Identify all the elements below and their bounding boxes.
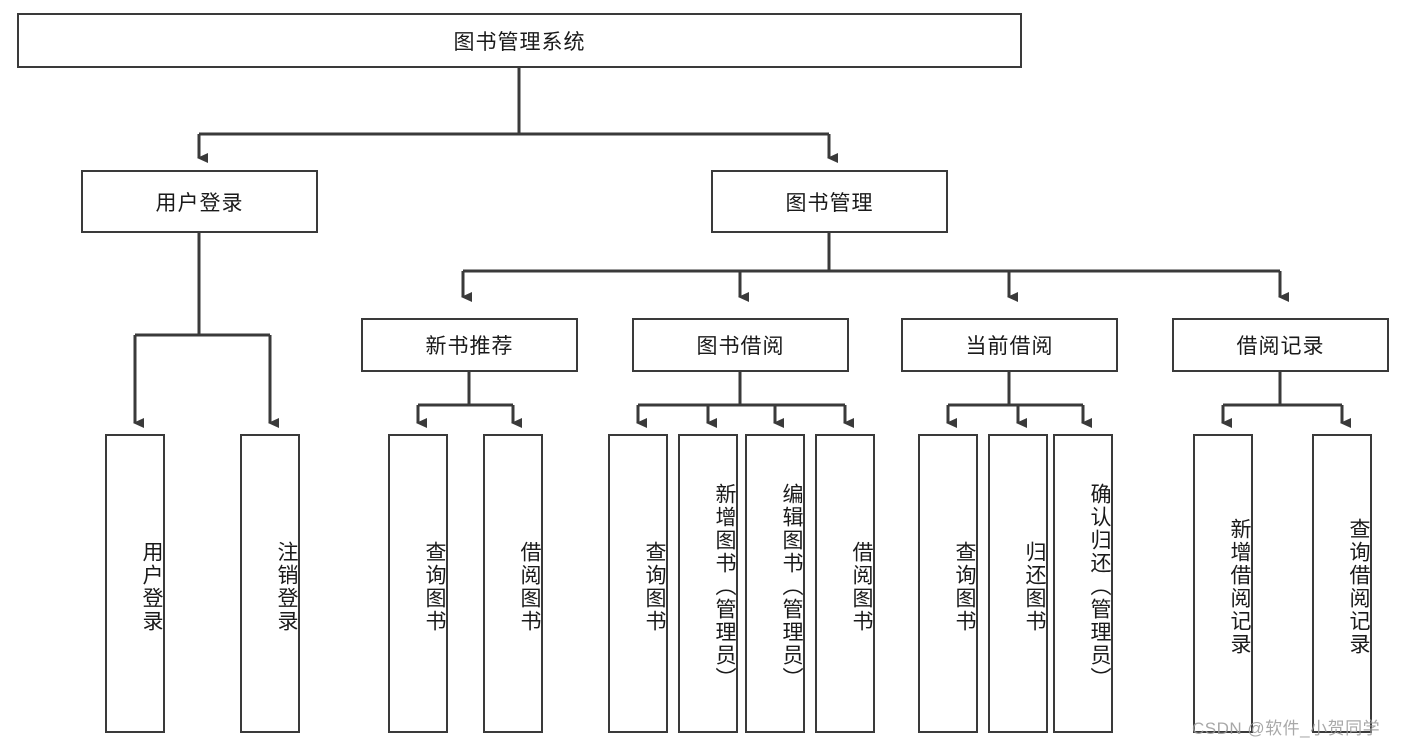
node-leaf-query-book-2-label: 查询图书 [643,540,666,633]
node-user-login-label: 用户登录 [155,191,244,215]
node-leaf-return-book[interactable]: 归还图书 [988,434,1048,733]
node-leaf-query-book-2[interactable]: 查询图书 [608,434,668,733]
node-book-borrow[interactable]: 图书借阅 [632,318,849,372]
node-root[interactable]: 图书管理系统 [17,13,1022,68]
node-leaf-borrow-book-2[interactable]: 借阅图书 [815,434,875,733]
node-current-borrow-label: 当前借阅 [965,335,1054,358]
node-user-login[interactable]: 用户登录 [81,170,318,233]
node-borrow-record-label: 借阅记录 [1236,335,1325,358]
node-leaf-borrow-book-1[interactable]: 借阅图书 [483,434,543,733]
node-leaf-query-book-1[interactable]: 查询图书 [388,434,448,733]
node-leaf-query-record[interactable]: 查询借阅记录 [1312,434,1372,733]
node-leaf-confirm-return[interactable]: 确认归还（管理员） [1053,434,1113,733]
node-book-borrow-label: 图书借阅 [696,335,785,358]
node-leaf-query-book-3-label: 查询图书 [953,540,976,633]
node-leaf-edit-book-label: 编辑图书（管理员） [780,483,803,690]
node-leaf-query-book-3[interactable]: 查询图书 [918,434,978,733]
node-leaf-query-record-label: 查询借阅记录 [1347,517,1370,656]
node-leaf-add-record[interactable]: 新增借阅记录 [1193,434,1253,733]
node-leaf-add-book[interactable]: 新增图书（管理员） [678,434,738,733]
node-root-label: 图书管理系统 [453,30,586,54]
node-leaf-borrow-book-1-label: 借阅图书 [518,540,541,633]
node-leaf-logout-login[interactable]: 注销登录 [240,434,300,733]
node-borrow-record[interactable]: 借阅记录 [1172,318,1389,372]
node-leaf-add-book-label: 新增图书（管理员） [713,483,736,690]
node-leaf-user-login[interactable]: 用户登录 [105,434,165,733]
node-leaf-return-book-label: 归还图书 [1023,540,1046,633]
node-book-manage-label: 图书管理 [785,191,874,215]
node-leaf-borrow-book-2-label: 借阅图书 [850,540,873,633]
node-leaf-user-login-label: 用户登录 [140,540,163,633]
node-book-manage[interactable]: 图书管理 [711,170,948,233]
csdn-watermark: CSDN @软件_小贺同学 [1192,719,1381,738]
node-leaf-logout-login-label: 注销登录 [275,540,298,633]
node-leaf-add-record-label: 新增借阅记录 [1228,517,1251,656]
node-current-borrow[interactable]: 当前借阅 [901,318,1118,372]
node-leaf-query-book-1-label: 查询图书 [423,540,446,633]
node-leaf-confirm-return-label: 确认归还（管理员） [1088,483,1111,690]
node-new-book-rec-label: 新书推荐 [425,335,514,358]
node-leaf-edit-book[interactable]: 编辑图书（管理员） [745,434,805,733]
node-new-book-rec[interactable]: 新书推荐 [361,318,578,372]
